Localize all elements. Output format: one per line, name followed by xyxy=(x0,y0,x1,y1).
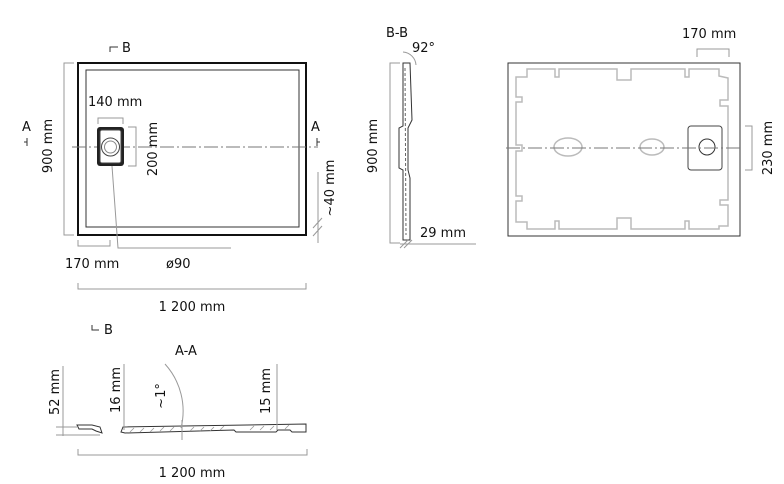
height-dim: 900 mm xyxy=(41,119,56,173)
section-aa-title: A-A xyxy=(175,344,197,359)
bottom-outline xyxy=(507,62,741,237)
bottom-oval-right xyxy=(639,138,665,156)
aa-slope: ~1° xyxy=(154,383,169,409)
aa-profile-left xyxy=(76,424,103,434)
section-a-right: A xyxy=(311,120,320,135)
bottom-rib-outline xyxy=(515,68,729,230)
tray-inner-outline xyxy=(85,69,300,228)
bottom-oval-left xyxy=(553,137,583,157)
section-b-marker-line xyxy=(109,46,118,52)
width-dim: 1 200 mm xyxy=(159,300,226,315)
section-bb-title: B-B xyxy=(386,26,408,41)
bottom-offset-dim: 170 mm xyxy=(682,27,736,42)
bb-thickness-dim: 29 mm xyxy=(420,226,466,241)
section-a-left: A xyxy=(22,120,31,135)
section-b-marker: B xyxy=(122,41,131,56)
tray-outline xyxy=(77,62,307,236)
section-bb: B-B 92° 900 mm 29 mm xyxy=(366,26,476,249)
aa-right-thickness-dim: 15 mm xyxy=(259,368,274,414)
section-bb-profile xyxy=(398,62,413,241)
aa-total-height-dim: 52 mm xyxy=(48,369,63,415)
aa-profile-main xyxy=(120,423,307,434)
bottom-view: 170 mm 230 mm xyxy=(506,27,776,237)
bb-height-dim: 900 mm xyxy=(366,119,381,173)
drain-height-dim: 200 mm xyxy=(146,122,161,176)
aa-left-thickness-dim: 16 mm xyxy=(109,367,124,413)
section-aa: B A-A 52 mm 16 mm 15 mm ~1° 1 200 mm xyxy=(48,323,308,481)
top-view: B 140 mm 200 mm 900 mm A A ~40 mm 170 mm xyxy=(22,41,338,315)
drain-diameter: ø90 xyxy=(166,257,191,272)
edge-dim: ~40 mm xyxy=(323,160,338,217)
bottom-drain-hole xyxy=(698,138,716,156)
angle-label: 92° xyxy=(412,41,435,56)
aa-section-b-marker: B xyxy=(104,323,113,338)
drain-width-dim: 140 mm xyxy=(88,95,142,110)
drain-offset-dim: 170 mm xyxy=(65,257,119,272)
aa-width-dim: 1 200 mm xyxy=(159,466,226,481)
bottom-drain-box-dim: 230 mm xyxy=(761,121,776,175)
